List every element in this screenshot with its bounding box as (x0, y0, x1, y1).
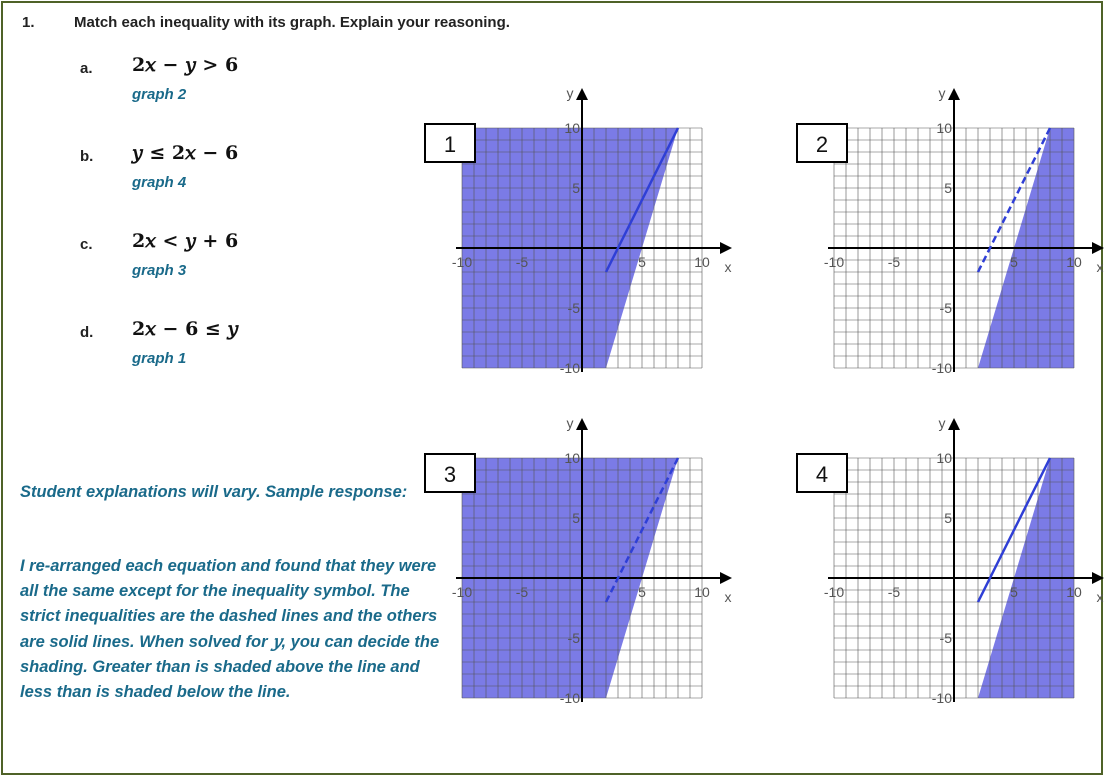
y-axis-arrow (948, 88, 960, 100)
y-axis-arrow (948, 418, 960, 430)
question-number: 1. (22, 14, 35, 31)
x-tick-label: -5 (516, 254, 529, 270)
x-tick-label: 10 (694, 254, 710, 270)
part-label: c. (80, 236, 93, 253)
y-tick-label: -5 (568, 630, 581, 646)
graph-number-box (796, 123, 848, 163)
x-tick-label: 5 (1010, 254, 1018, 270)
y-tick-label: -10 (932, 690, 952, 706)
y-tick-label: 10 (564, 450, 580, 466)
x-axis-arrow (720, 242, 732, 254)
inequality: 𝑦 ≤ 2𝑥 − 6 (132, 142, 239, 164)
answer: graph 1 (132, 350, 187, 367)
graph-number: 3 (444, 462, 456, 487)
x-axis-label: x (725, 589, 732, 605)
boundary-line (976, 457, 1052, 603)
y-tick-label: 10 (564, 120, 580, 136)
x-tick-label: -5 (888, 254, 901, 270)
y-tick-label: -10 (932, 360, 952, 376)
inequality: 2𝑥 − 𝑦 > 6 (132, 54, 239, 76)
explanation-text: I re-arranged each equation and found th… (20, 557, 438, 651)
graph-number: 1 (444, 132, 456, 157)
question-prompt: Match each inequality with its graph. Ex… (74, 14, 510, 31)
explanation-variable: 𝑦 (272, 632, 282, 651)
x-tick-label: -5 (888, 584, 901, 600)
y-tick-label: -10 (560, 360, 580, 376)
explanation-body: I re-arranged each equation and found th… (20, 554, 440, 705)
graph-number-box (424, 453, 476, 493)
inequality: 2𝑥 < 𝑦 + 6 (132, 230, 239, 252)
y-axis-label: y (939, 85, 946, 101)
y-tick-label: 5 (572, 180, 580, 196)
graph-number-box (796, 453, 848, 493)
graph-number: 4 (816, 462, 828, 487)
x-axis-arrow (1092, 572, 1104, 584)
x-tick-label: -10 (452, 254, 472, 270)
y-tick-label: 5 (572, 510, 580, 526)
x-axis-label: x (1097, 589, 1104, 605)
y-tick-label: 10 (936, 120, 952, 136)
x-axis-arrow (720, 572, 732, 584)
x-tick-label: 10 (694, 584, 710, 600)
part-label: a. (80, 60, 93, 77)
answer: graph 4 (132, 174, 187, 191)
y-axis-arrow (576, 88, 588, 100)
explanation-text: , you can decide the shading. Greater th… (20, 633, 440, 701)
graph-1: -10 -5 5 10 10 5 -5 -10 x y 1 (424, 85, 732, 376)
x-tick-label: -10 (452, 584, 472, 600)
y-tick-label: 5 (944, 180, 952, 196)
y-tick-label: -10 (560, 690, 580, 706)
y-tick-label: 5 (944, 510, 952, 526)
y-tick-label: -5 (940, 300, 953, 316)
boundary-line (604, 127, 680, 273)
y-axis-arrow (576, 418, 588, 430)
x-tick-label: 5 (638, 254, 646, 270)
inequality: 2𝑥 − 6 ≤ 𝑦 (132, 318, 239, 340)
y-tick-label: -5 (940, 630, 953, 646)
x-tick-label: 5 (638, 584, 646, 600)
x-tick-label: 10 (1066, 584, 1082, 600)
y-tick-label: -5 (568, 300, 581, 316)
graph-number: 2 (816, 132, 828, 157)
explanation-intro: Student explanations will vary. Sample r… (20, 483, 408, 501)
x-tick-label: -10 (824, 584, 844, 600)
y-axis-label: y (939, 415, 946, 431)
answer: graph 2 (132, 86, 187, 103)
y-tick-label: 10 (936, 450, 952, 466)
graph-number-box (424, 123, 476, 163)
x-tick-label: 5 (1010, 584, 1018, 600)
part-label: b. (80, 148, 94, 165)
y-axis-label: y (567, 415, 574, 431)
y-axis-label: y (567, 85, 574, 101)
graph-4: -10 -5 5 10 10 5 -5 -10 x y 4 (796, 415, 1104, 706)
boundary-line (976, 127, 1052, 273)
x-tick-label: -5 (516, 584, 529, 600)
graph-2: -10 -5 5 10 10 5 -5 -10 x y 2 (796, 85, 1104, 376)
part-label: d. (80, 324, 94, 341)
x-axis-arrow (1092, 242, 1104, 254)
x-axis-label: x (1097, 259, 1104, 275)
x-tick-label: -10 (824, 254, 844, 270)
x-axis-label: x (725, 259, 732, 275)
graph-3: -10 -5 5 10 10 5 -5 -10 x y 3 (424, 415, 732, 706)
boundary-line (604, 457, 680, 603)
answer: graph 3 (132, 262, 187, 279)
x-tick-label: 10 (1066, 254, 1082, 270)
